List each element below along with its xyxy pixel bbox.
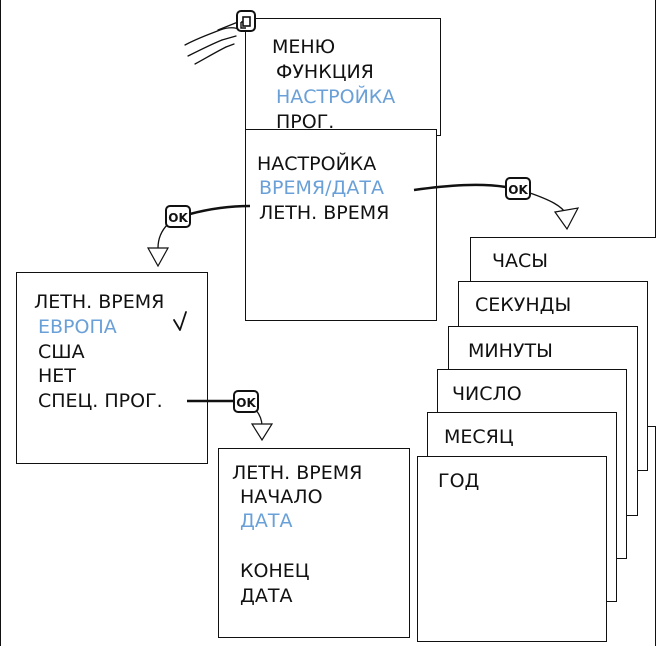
ok-label: OK [236, 396, 256, 410]
connector-time-date [414, 185, 506, 190]
ok-label: OK [168, 211, 188, 225]
connector-summer-time [190, 206, 250, 214]
ok-label: OK [508, 183, 528, 197]
menu-button-icon[interactable] [237, 11, 255, 31]
ok-button-time-date[interactable]: OK [506, 178, 530, 199]
checkmark-icon [174, 312, 186, 330]
hand-icon [185, 22, 240, 64]
ok-button-summer-time[interactable]: OK [166, 206, 190, 227]
connector-summer-time-tail [158, 224, 168, 248]
ok-button-special-prog[interactable]: OK [234, 391, 258, 412]
arrow-down-icon [252, 424, 272, 440]
arrow-down-icon [555, 208, 578, 229]
arrow-down-icon [148, 248, 168, 266]
